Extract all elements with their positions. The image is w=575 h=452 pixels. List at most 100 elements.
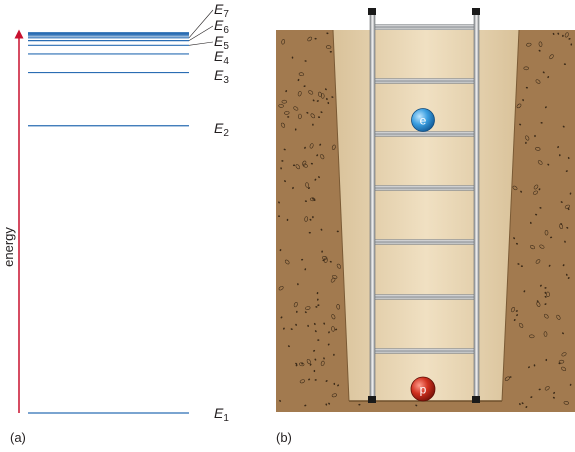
soil-pebble xyxy=(544,106,547,109)
soil-pebble xyxy=(569,383,572,386)
soil-pebble xyxy=(314,178,317,181)
soil-pebble xyxy=(565,273,568,276)
soil-pebble xyxy=(318,176,320,179)
soil-pebble xyxy=(295,310,298,313)
soil-pebble xyxy=(278,201,280,204)
panel-b-caption: (b) xyxy=(276,430,292,445)
soil-pebble xyxy=(295,362,298,365)
soil-pebble xyxy=(323,257,328,263)
soil-pebble xyxy=(533,364,536,367)
soil-pebble xyxy=(539,284,542,287)
soil-pebble xyxy=(562,264,565,267)
soil-pebble xyxy=(517,263,520,265)
soil-pebble xyxy=(304,311,307,314)
ladder-rail-right xyxy=(473,11,480,403)
soil-pebble xyxy=(535,213,538,216)
ladder-rung-1 xyxy=(372,24,478,30)
soil-pebble xyxy=(287,345,290,348)
energy-level-subscript-6: 6 xyxy=(223,25,229,36)
soil-pebble xyxy=(281,39,286,45)
soil-pebble xyxy=(279,249,282,252)
leader-line-6 xyxy=(188,25,214,41)
soil-pebble xyxy=(521,402,524,405)
soil-pebble xyxy=(284,180,286,183)
soil-pebble xyxy=(308,231,311,234)
soil-pebble xyxy=(295,364,298,367)
soil-pebble xyxy=(302,163,308,168)
soil-pebble xyxy=(327,101,330,105)
soil-pebble xyxy=(282,327,285,330)
well-wall-right xyxy=(501,29,520,402)
soil-pebble xyxy=(309,363,312,366)
soil-pebble xyxy=(561,352,567,357)
soil-pebble xyxy=(525,141,527,144)
ladder-cap-top-left xyxy=(368,8,376,15)
ladder-rungs xyxy=(372,24,478,354)
ladder-rung-2 xyxy=(372,78,478,84)
soil-pebble xyxy=(530,396,533,398)
soil-pebble xyxy=(544,295,547,298)
soil-pebble xyxy=(323,322,326,325)
soil-pebble xyxy=(336,263,342,269)
soil-pebble xyxy=(295,164,300,170)
soil-pebble xyxy=(298,72,305,77)
soil-pebble xyxy=(564,32,569,38)
level-leader-lines xyxy=(188,9,214,46)
soil-pebble xyxy=(545,358,548,362)
soil-pebble xyxy=(309,218,312,221)
soil-pebble xyxy=(557,32,560,35)
soil-pebble xyxy=(528,366,530,369)
soil-pebble xyxy=(564,240,566,243)
soil-pebble xyxy=(552,396,555,399)
soil-pebble xyxy=(327,343,330,346)
soil-pebble xyxy=(529,334,535,339)
soil-pebble xyxy=(320,111,323,114)
soil-pebble xyxy=(325,403,328,406)
ladder-rung-6 xyxy=(372,294,478,300)
soil-pebble xyxy=(329,260,332,263)
soil-pebble xyxy=(310,162,313,165)
soil-pebble xyxy=(558,359,565,364)
soil-pebble xyxy=(560,201,563,203)
well-interior xyxy=(333,30,519,401)
soil-pebble xyxy=(304,200,307,203)
ladder-rung-7 xyxy=(372,348,478,354)
soil-pebble xyxy=(525,135,530,141)
soil-pebble xyxy=(304,404,307,407)
soil-pebble xyxy=(281,160,284,162)
soil-pebble xyxy=(286,218,289,221)
soil-pebble xyxy=(565,170,568,172)
energy-level-label-2: E2 xyxy=(214,120,229,139)
ladder-rung-4 xyxy=(372,185,478,191)
soil-pebble xyxy=(566,226,569,229)
soil-pebble xyxy=(535,259,541,264)
soil-pebble xyxy=(304,60,307,62)
soil-pebble xyxy=(281,99,287,104)
soil-pebble xyxy=(415,404,418,407)
soil-pebble xyxy=(562,332,564,335)
energy-level-subscript-7: 7 xyxy=(223,9,229,20)
well-wall-left xyxy=(332,29,350,402)
soil-pebble xyxy=(570,43,573,46)
soil-pebble xyxy=(336,304,341,310)
soil-pebble xyxy=(284,111,290,115)
soil-pebble xyxy=(519,123,522,126)
soil-pebble xyxy=(292,164,296,167)
ladder xyxy=(368,8,480,403)
soil-pebble xyxy=(331,144,336,150)
electron: e xyxy=(411,108,435,132)
soil-pebble xyxy=(325,45,332,49)
soil-pebble xyxy=(538,388,541,391)
soil-pebble xyxy=(523,66,529,71)
soil-pebble xyxy=(308,90,314,95)
soil-pebble xyxy=(278,286,284,291)
soil-pebble xyxy=(529,221,532,224)
soil-pebble xyxy=(567,156,570,160)
soil-pebble xyxy=(328,402,331,405)
soil-pebble xyxy=(290,328,293,330)
soil-pebbles xyxy=(277,32,573,408)
soil-pebble xyxy=(319,143,322,146)
soil-pebble xyxy=(548,264,551,267)
